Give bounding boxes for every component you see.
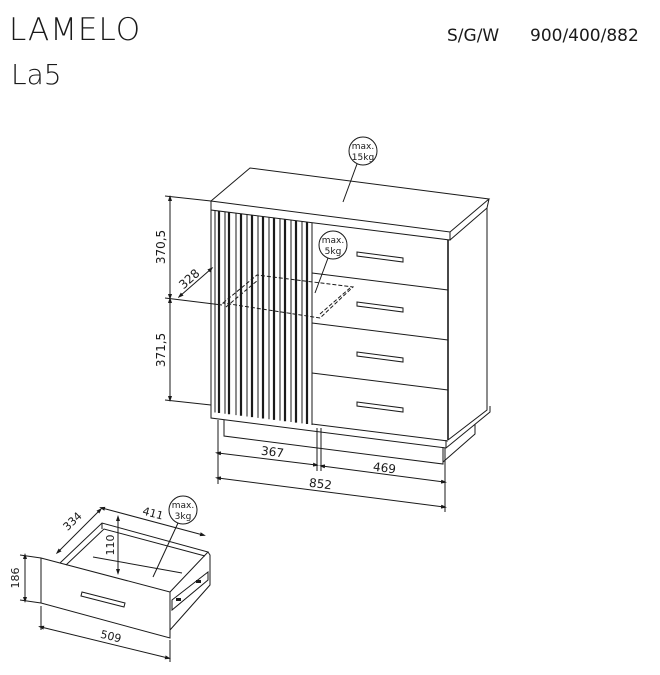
drawer-width-label: 469: [372, 460, 396, 477]
dimension-lines: [164, 195, 447, 512]
drawer-inner-width-label: 411: [141, 505, 165, 523]
drawer-load-line2: 3kg: [175, 512, 192, 522]
drawer-handle-icon: [356, 351, 404, 363]
drawer-depth-label: 334: [61, 510, 85, 534]
drawer-load-line1: max.: [172, 501, 194, 511]
drawer-dimension-lines: [19, 506, 206, 662]
drawer-front-width-label: 509: [99, 628, 123, 646]
drawer-drawing: max. 3kg 186 110 334 411 509: [9, 495, 211, 662]
shelf-load-badge: max. 5kg: [314, 230, 348, 294]
total-width-label: 852: [308, 476, 332, 493]
dimensions-label: S/G/W: [447, 26, 500, 46]
drawer-inner-height-label: 110: [104, 535, 117, 556]
cabinet-base: [210, 406, 491, 449]
top-load-badge: max. 15kg: [342, 136, 378, 203]
slatted-door: [210, 210, 313, 425]
shelf-outline: [221, 274, 355, 319]
dimensions-value: 900/400/882: [530, 26, 639, 46]
drawer-handle-icon: [80, 591, 126, 608]
upper-height-label: 370,5: [154, 230, 168, 264]
cabinet-plinth: [223, 420, 476, 465]
door-width-label: 367: [260, 444, 284, 461]
drawer-fronts: [311, 251, 449, 442]
cabinet-drawing: max. 15kg max. 5kg 370,5 371,5 328: [154, 136, 491, 512]
product-code: La5: [11, 58, 62, 91]
shelf-load-line1: max.: [322, 236, 344, 246]
lower-height-label: 371,5: [154, 333, 168, 367]
product-title: LAMELO: [9, 12, 142, 48]
cabinet-side: [447, 208, 488, 441]
shelf-load-line2: 5kg: [325, 247, 342, 257]
drawer-slide-icon: [171, 570, 209, 612]
shelf-depth-label: 328: [176, 266, 202, 292]
drawer-handle-icon: [356, 301, 404, 313]
drawer-handle-icon: [356, 401, 404, 413]
drawer-height-label: 186: [9, 568, 22, 589]
drawer-handle-icon: [356, 251, 404, 263]
top-load-line2: 15kg: [352, 153, 374, 163]
top-load-line1: max.: [352, 142, 374, 152]
